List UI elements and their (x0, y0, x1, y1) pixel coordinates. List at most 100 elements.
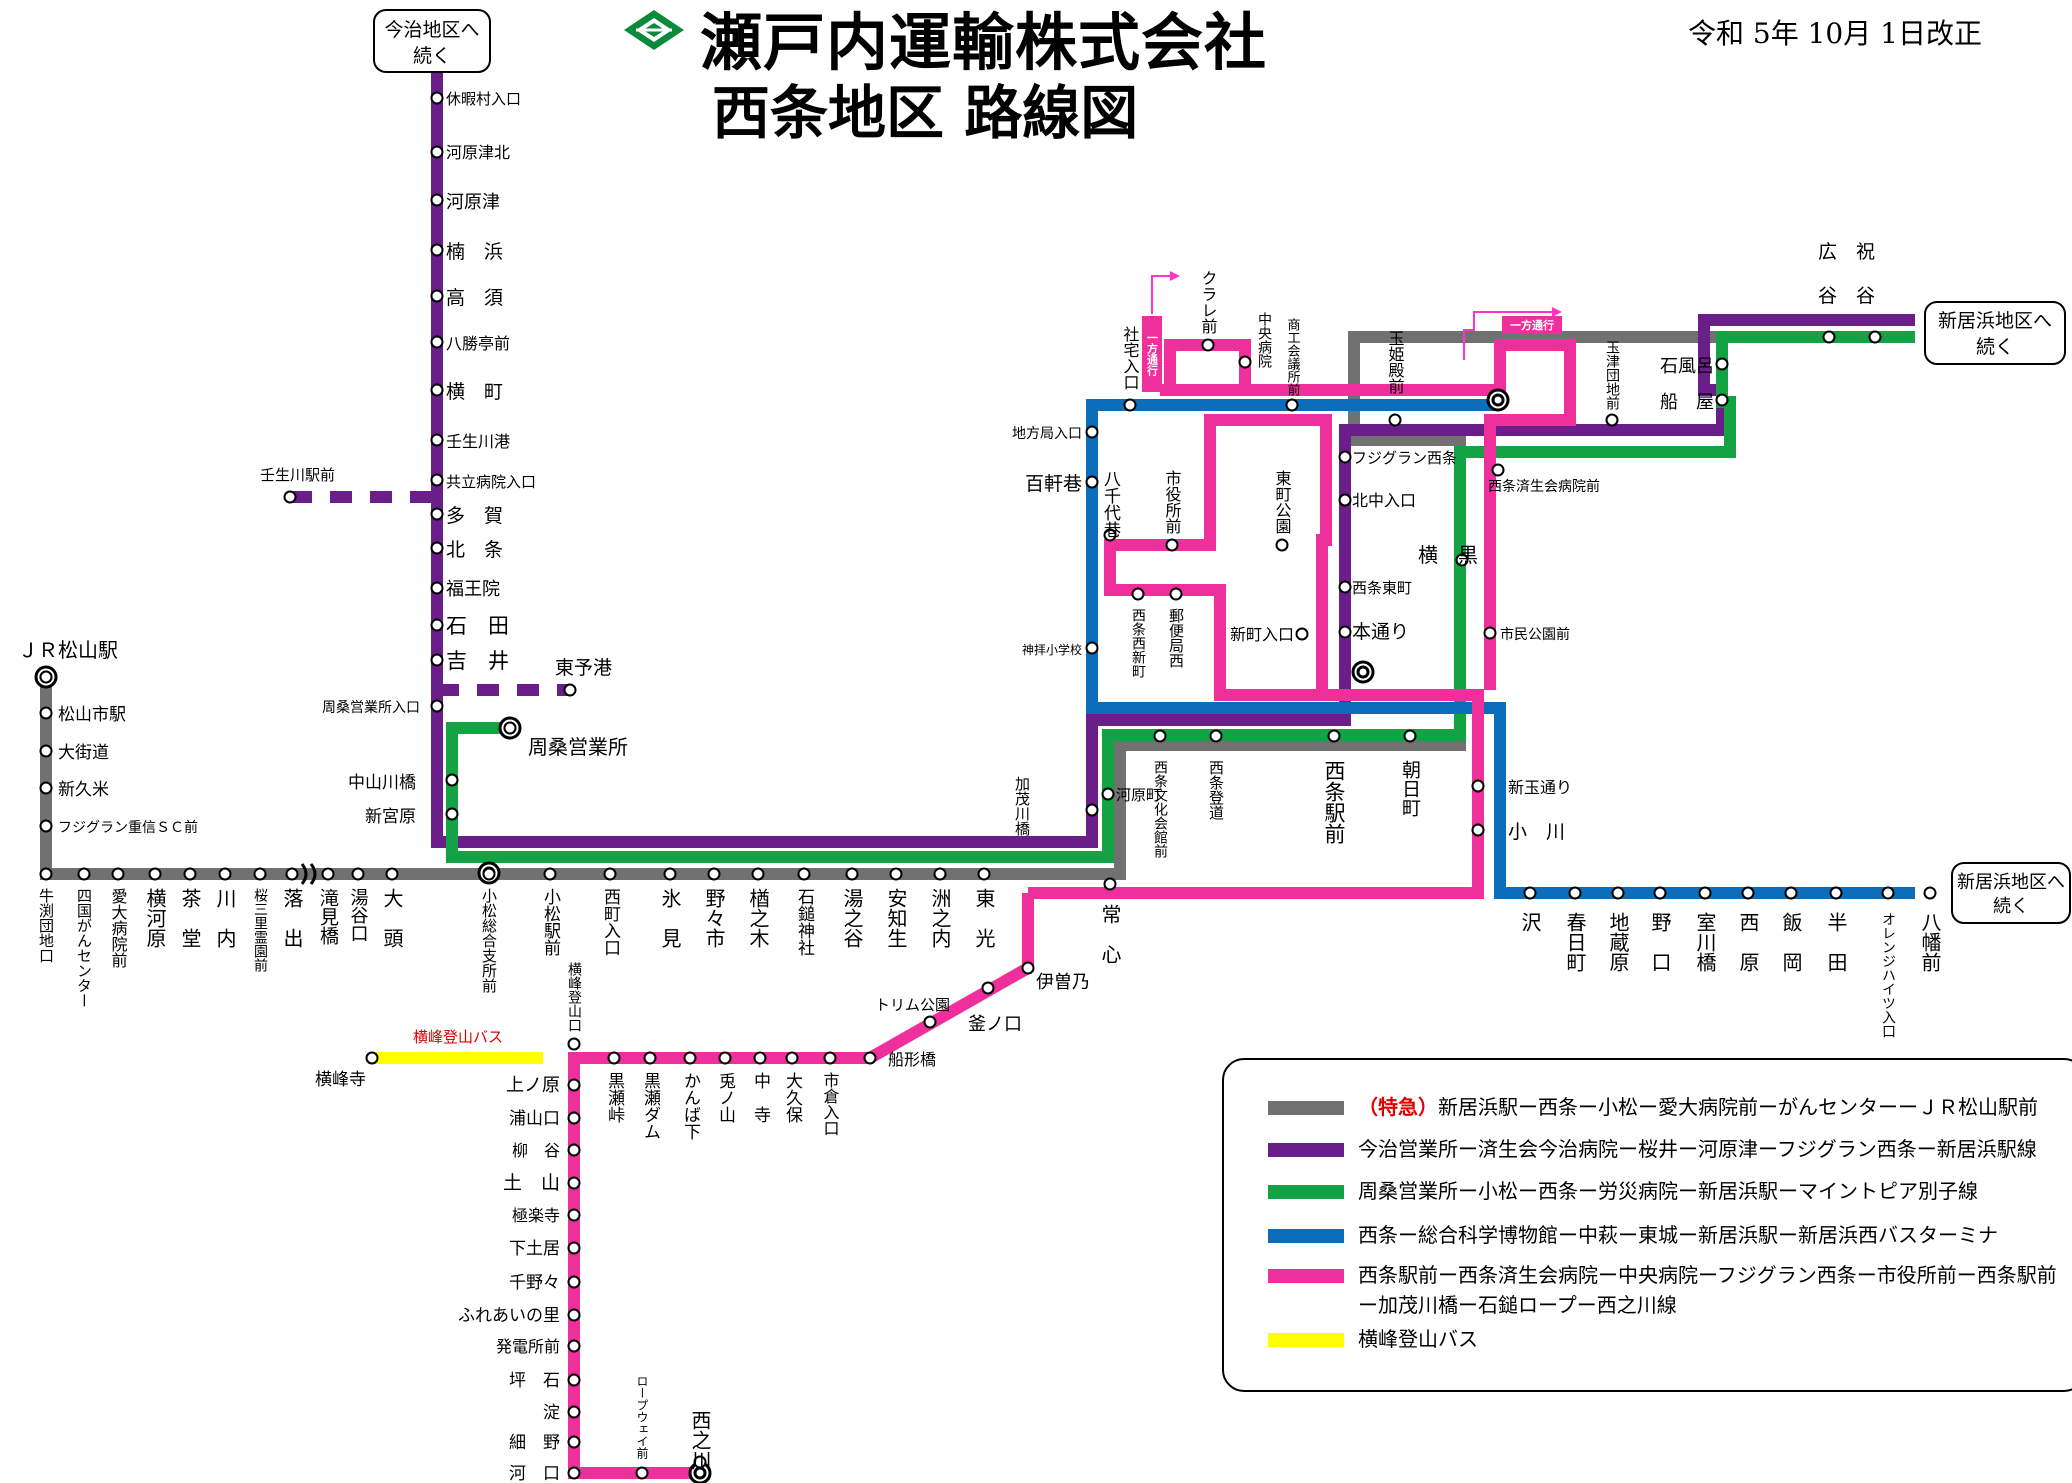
legend-swatch (1268, 1101, 1344, 1115)
stop-label: ロープウェイ前 (635, 1375, 649, 1459)
stop-label: 上ノ原 (506, 1075, 560, 1096)
stop-label: 小松総合支所前 (480, 888, 498, 994)
stop-dot (1388, 413, 1402, 427)
stop-label: 玉姫殿前 (1386, 330, 1405, 395)
stop-label: 西条西新町 (1130, 608, 1146, 678)
stop-dot (981, 981, 995, 995)
niihama-bottom-line-1: 新居浜地区へ (1957, 872, 2065, 893)
stop-dot (1275, 538, 1289, 552)
stop-label: 小松駅前 (540, 888, 561, 957)
stop-dot (567, 1037, 581, 1051)
niihama-bottom-line-2: 続く (1993, 896, 2029, 917)
legend-swatch (1268, 1229, 1344, 1243)
stop-dot (1568, 886, 1582, 900)
stop-dot (889, 867, 903, 881)
stop-label: トリム公園 (875, 996, 950, 1014)
stop-dot (1741, 886, 1755, 900)
route-line-green (446, 331, 1915, 863)
stop-label: 小 川 (1508, 821, 1565, 843)
stop-dot (39, 670, 53, 684)
stop-label: 市役所前 (1163, 470, 1182, 535)
legend-item: 今治営業所ー済生会今治病院ー桜井ー河原津ーフジグラン西条ー新居浜駅線 (1268, 1134, 2037, 1164)
stop-label: 新玉通り (1508, 778, 1572, 797)
stop-dot (567, 1308, 581, 1322)
stop-label: 加茂川橋 (1013, 776, 1031, 836)
stop-label: 氷 見 (658, 888, 682, 948)
stop-label: 楢之木 (746, 888, 770, 948)
stop-dot (567, 1339, 581, 1353)
stop-label: 松山市駅 (58, 705, 126, 725)
stop-dot (1715, 393, 1729, 407)
stop-label: 河原町 (1116, 786, 1161, 804)
stop-dot (39, 867, 53, 881)
stop-label: 沢 (1518, 912, 1542, 932)
stop-label: 広 祝 (1818, 241, 1875, 263)
stop-dot (148, 867, 162, 881)
stop-label: 玉津団地前 (1604, 340, 1620, 411)
stop-label: 茶 堂 (178, 888, 202, 948)
stop-label: 安知生 (884, 888, 908, 948)
stop-label: 百軒巷 (1025, 473, 1082, 495)
stop-label: 兎ノ山 (715, 1072, 736, 1123)
stop-label: 石風呂 (1660, 356, 1714, 377)
legend-text: 新居浜駅ー西条ー小松ー愛大病院前ーがんセンターーＪＲ松山駅前 (1438, 1095, 2038, 1119)
stop-label: 船形橋 (888, 1050, 936, 1069)
stop-dot (797, 867, 811, 881)
stop-dot (1403, 729, 1417, 743)
stop-label: 半 田 (1824, 912, 1848, 972)
oneway-tag-1: 一方通行 (1142, 271, 1180, 392)
stop-label: 壬生川港 (446, 432, 510, 451)
stop-label: 大 頭 (380, 888, 404, 948)
yokomine-bus-tag: 横峰登山バス (413, 1028, 503, 1046)
stop-label: 西条駅前 (1322, 760, 1346, 844)
stop-dot (1868, 330, 1882, 344)
stop-label: 中 寺 (750, 1072, 771, 1123)
stop-label: 西条済生会病院前 (1488, 478, 1600, 495)
stop-label: 商工会議所前 (1285, 318, 1301, 396)
stop-label: フジグラン西条 (1352, 449, 1457, 467)
stop-dot (1103, 528, 1117, 542)
stop-label: 中山川橋 (348, 773, 416, 793)
stop-dot (1209, 729, 1223, 743)
stop-label: 北中入口 (1352, 491, 1416, 510)
stop-label: 中央病院 (1256, 312, 1272, 369)
stop-label: 春日町 (1563, 912, 1587, 972)
stop-dot (567, 1466, 581, 1480)
stop-label: 常 心 (1098, 904, 1122, 964)
stop-label: 河原津 (446, 192, 500, 213)
stop-dot (567, 1176, 581, 1190)
legend-swatch (1268, 1333, 1344, 1347)
stop-dot (1153, 729, 1167, 743)
stop-dot (1085, 475, 1099, 489)
page-title: 西条地区 路線図 (712, 79, 1139, 147)
stop-label: 石 田 (446, 614, 509, 638)
stop-dot (445, 807, 459, 821)
legend-text: 西条ー総合科学博物館ー中萩ー東城ー新居浜駅ー新居浜西バスターミナ (1358, 1223, 1998, 1247)
stop-dot (607, 1051, 621, 1065)
stop-label: 大街道 (58, 743, 109, 763)
stop-dot (1611, 886, 1625, 900)
stop-label: 周桑営業所入口 (322, 700, 420, 716)
stop-label: 船 屋 (1660, 392, 1714, 413)
stop-label: 東町公園 (1273, 470, 1292, 534)
imabari-line-2: 続く (413, 45, 451, 67)
stop-label: 室川橋 (1693, 912, 1717, 973)
stop-label: 黒瀬峠 (604, 1072, 625, 1123)
stop-label: 野々市 (702, 888, 726, 948)
stop-label: 東予港 (555, 657, 612, 679)
stop-dot (1822, 330, 1836, 344)
stop-label: 野 口 (1648, 912, 1672, 972)
stop-dot (430, 193, 444, 207)
stop-label: 吉 井 (446, 649, 509, 673)
stop-label: 地蔵原 (1606, 912, 1630, 972)
stop-label: 西 原 (1736, 912, 1760, 972)
stop-label: 牛渕団地口 (37, 888, 55, 963)
stop-dot (1698, 886, 1712, 900)
stop-dot (503, 721, 517, 735)
stop-dot (1327, 729, 1341, 743)
terminal-marker (1486, 388, 1510, 412)
stop-label: 八幡前 (1918, 912, 1942, 972)
stop-dot (1471, 823, 1485, 837)
stop-label: 福王院 (446, 579, 500, 600)
stop-dot (1483, 626, 1497, 640)
